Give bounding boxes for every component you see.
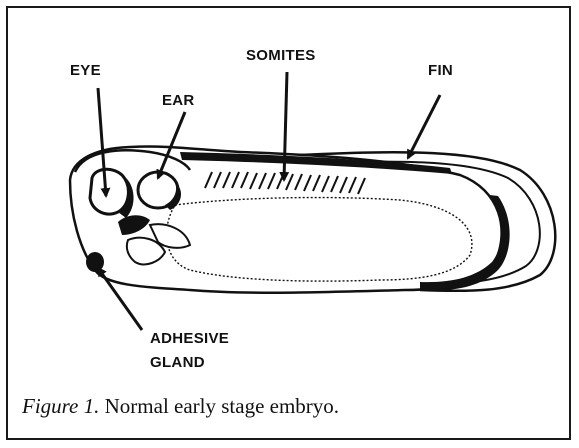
caption-text: Normal early stage embryo. [99, 394, 339, 418]
label-ear: EAR [162, 92, 195, 109]
adhesive-gland-shape [86, 252, 104, 272]
arrow-fin [408, 95, 440, 158]
label-adhesive-line2: GLAND [150, 354, 205, 371]
label-adhesive-line1: ADHESIVE [150, 330, 229, 347]
label-fin: FIN [428, 62, 453, 79]
eye-shape [90, 169, 128, 214]
figure-caption: Figure 1. Normal early stage embryo. [22, 394, 562, 419]
label-eye: EYE [70, 62, 101, 79]
label-somites: SOMITES [246, 47, 316, 64]
figure-label: Figure 1. [22, 394, 99, 418]
